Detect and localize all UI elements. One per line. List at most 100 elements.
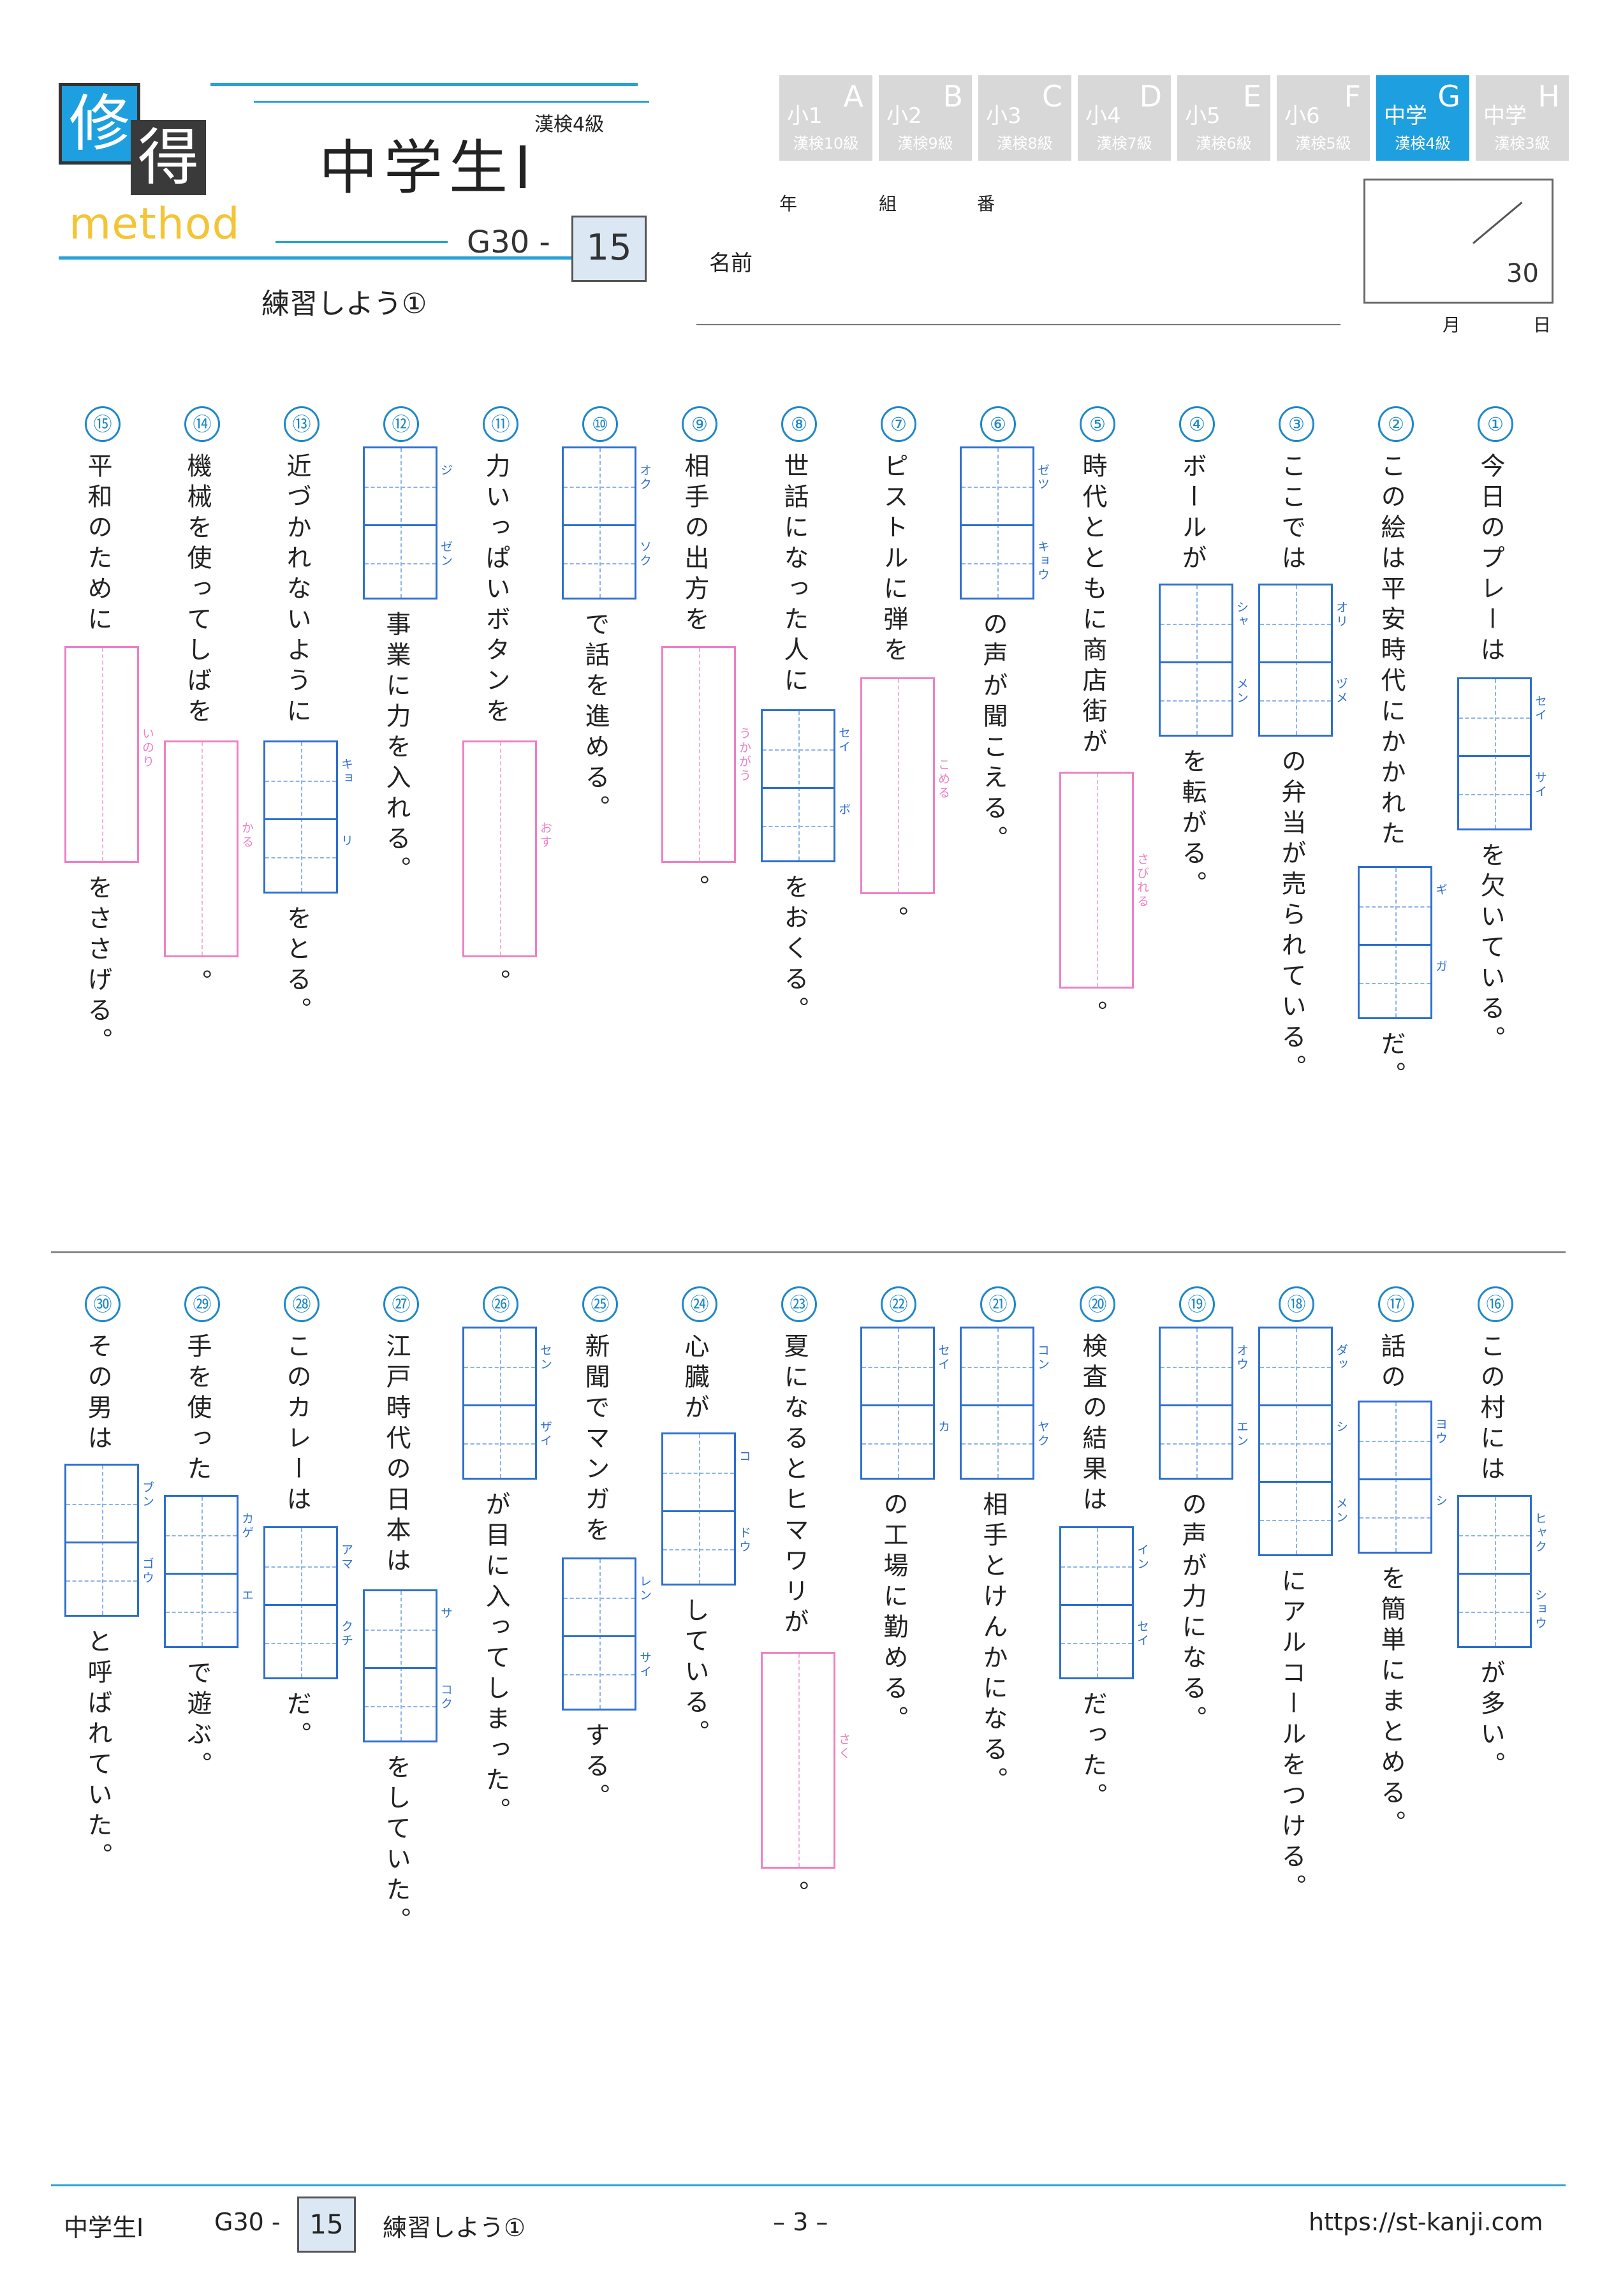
hiragana-answer-box[interactable]: いのり <box>64 646 154 864</box>
question-number: ㉖ <box>483 1286 518 1322</box>
furigana-hint: エン <box>1235 1420 1249 1448</box>
kanji-answer-box[interactable]: レンサイ <box>562 1557 652 1711</box>
kanji-answer-box[interactable]: アマクチ <box>263 1526 353 1680</box>
hiragana-answer-box[interactable]: さびれる <box>1059 772 1149 989</box>
question-text-before: 平和のために <box>84 453 112 637</box>
furigana-hint: ゼン <box>439 540 453 568</box>
question-number: ㉑ <box>980 1286 1016 1322</box>
kanji-answer-box[interactable]: コンヤク <box>960 1327 1050 1480</box>
question-number: ⑭ <box>184 406 220 442</box>
question-text-after: 。 <box>183 968 212 999</box>
question-text-before: 江戸時代の日本は <box>382 1333 411 1578</box>
kanji-answer-box[interactable]: ブンゴウ <box>64 1463 154 1617</box>
grade-tab-grade: 小3 <box>986 103 1022 129</box>
box-guide <box>101 1465 103 1615</box>
hiragana-answer-box[interactable]: さく <box>761 1652 851 1869</box>
box-guide <box>499 1328 501 1478</box>
box-guide <box>1459 1612 1530 1613</box>
furigana-hint: コ <box>737 1449 751 1464</box>
header-rule-mid <box>254 101 649 103</box>
hiragana-answer-box[interactable]: かる <box>164 740 254 957</box>
question-text-after: で遊ぶ。 <box>183 1659 212 1782</box>
question-number: ② <box>1378 406 1414 442</box>
box-guide <box>1061 1643 1132 1645</box>
furigana-hint: ガ <box>1434 959 1448 974</box>
question-number: ③ <box>1279 406 1314 442</box>
box-guide <box>66 1503 137 1505</box>
box-cell-divider <box>166 1573 237 1575</box>
question-text-after: の声が力になる。 <box>1178 1491 1207 1736</box>
kanji-answer-box[interactable]: オウエン <box>1159 1327 1249 1480</box>
kanji-answer-box[interactable]: センザイ <box>462 1327 552 1480</box>
score-box[interactable] <box>1363 179 1553 304</box>
box-guide <box>763 749 834 751</box>
box-guide <box>300 742 302 892</box>
kanji-answer-box[interactable]: セイカ <box>860 1327 950 1480</box>
footer-url[interactable]: https://st-kanji.com <box>1309 2208 1543 2236</box>
box-cell-divider <box>564 524 635 526</box>
furigana-hint: ヤク <box>1036 1420 1050 1448</box>
footer-subtitle: 練習しよう① <box>383 2214 526 2242</box>
question-text-after: している。 <box>680 1596 709 1750</box>
question-number: ⑫ <box>383 406 419 442</box>
box-cell-divider <box>66 1541 137 1543</box>
kanji-answer-box[interactable]: キョリ <box>263 740 353 894</box>
question-text-after: をしていた。 <box>382 1753 411 1938</box>
box-guide <box>66 1580 137 1582</box>
kanji-answer-box[interactable]: サコク <box>363 1589 453 1742</box>
kanji-answer-box[interactable]: ヒャクショウ <box>1457 1495 1547 1648</box>
box-guide <box>599 1559 601 1709</box>
question-number: ㉒ <box>881 1286 916 1322</box>
box-cell-divider <box>1459 755 1530 758</box>
furigana-hint: メン <box>1334 1497 1348 1525</box>
question-text-after: を簡単にまとめる。 <box>1377 1565 1406 1841</box>
grade-tab-letter: G <box>1437 79 1460 114</box>
kanji-answer-box[interactable]: コドウ <box>661 1432 751 1586</box>
hiragana-answer-box[interactable]: うかがう <box>661 646 751 864</box>
kanji-answer-box[interactable]: セイボ <box>761 709 851 862</box>
box-guide <box>265 1643 336 1645</box>
box-guide <box>897 679 899 893</box>
question-text-after: をおくる。 <box>780 873 809 1027</box>
kanji-answer-box[interactable]: ギガ <box>1358 865 1448 1019</box>
question-number: ⑬ <box>284 406 319 442</box>
box-guide <box>365 1705 436 1707</box>
kanji-answer-box[interactable]: インセイ <box>1059 1526 1149 1680</box>
kanji-answer-box[interactable]: オリヅメ <box>1258 583 1348 737</box>
furigana-hint: ヨウ <box>1434 1418 1448 1446</box>
question-number: ㉙ <box>184 1286 220 1322</box>
name-input-line[interactable] <box>696 324 1340 325</box>
kanji-answer-box[interactable]: ダッシメン <box>1258 1327 1348 1556</box>
header-rule-bottom <box>59 256 633 260</box>
kanji-answer-box[interactable]: シャメン <box>1159 583 1249 737</box>
box-guide <box>862 1367 933 1368</box>
label-nen: 年 <box>779 193 798 214</box>
kanji-answer-box[interactable]: ジゼン <box>363 446 453 600</box>
hiragana-answer-box[interactable]: おす <box>462 740 552 957</box>
kanji-answer-box[interactable]: ゼツキョウ <box>960 446 1050 600</box>
kanji-answer-box[interactable]: カゲエ <box>164 1495 254 1648</box>
furigana-hint: セイ <box>1135 1620 1149 1649</box>
box-guide <box>1061 1566 1132 1568</box>
kanji-answer-box[interactable]: セイサイ <box>1457 677 1547 831</box>
box-guide <box>265 780 336 782</box>
question-text-before: ここでは <box>1277 453 1306 575</box>
furigana-hint: ジ <box>439 464 453 478</box>
worksheet-code-number: 15 <box>571 216 647 282</box>
kanji-answer-box[interactable]: オクソク <box>562 446 652 600</box>
grade-tab-letter: F <box>1344 79 1361 114</box>
furigana-hint: セイ <box>837 726 851 754</box>
grade-tab-grade: 中学 <box>1483 103 1527 129</box>
hiragana-answer-box[interactable]: こめる <box>860 677 950 895</box>
kanji-answer-box[interactable]: ヨウシ <box>1358 1401 1448 1554</box>
box-guide <box>962 563 1032 564</box>
box-guide <box>1260 700 1331 702</box>
